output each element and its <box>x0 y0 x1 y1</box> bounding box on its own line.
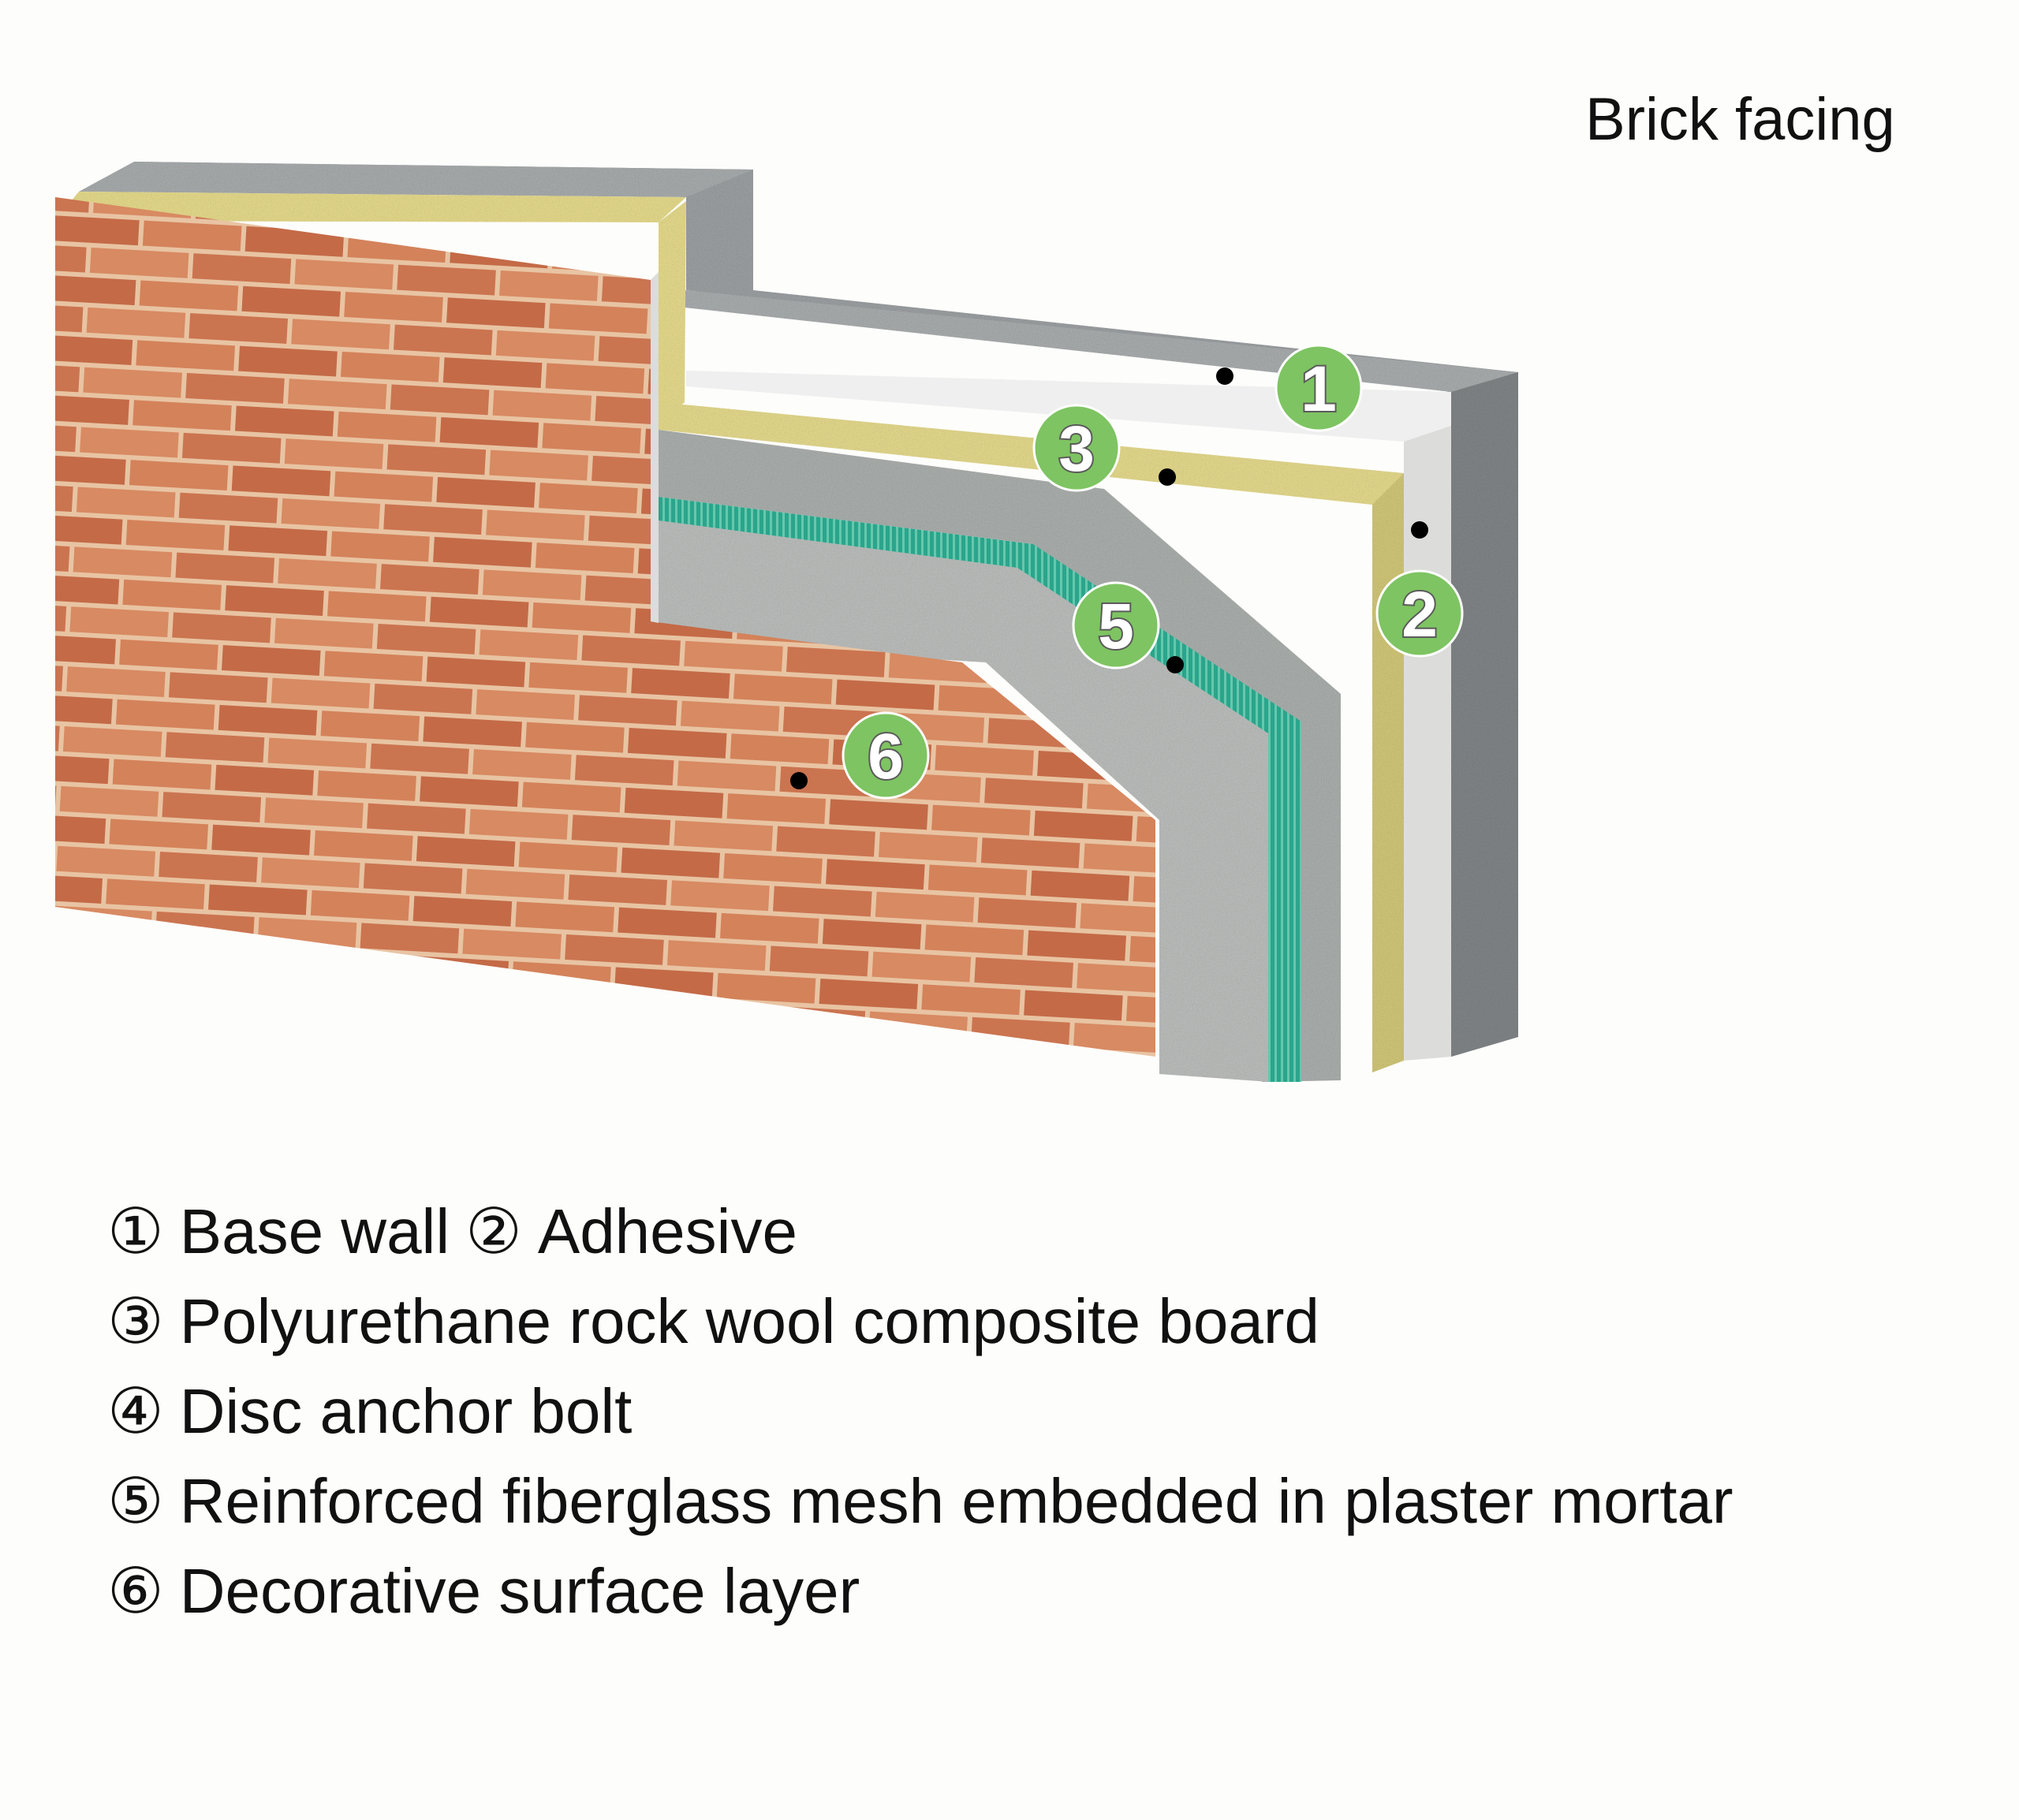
pointer-dot-2 <box>1411 521 1428 539</box>
legend-number: ② <box>465 1196 522 1266</box>
badge-label-2: 2 <box>1401 579 1438 651</box>
legend-text: Base wall <box>179 1196 450 1266</box>
badge-2: 2 <box>1375 569 1464 658</box>
legend-number: ④ <box>107 1376 164 1446</box>
legend-number: ⑥ <box>107 1556 164 1626</box>
badge-5: 5 <box>1072 581 1160 669</box>
badge-label-1: 1 <box>1301 353 1337 425</box>
legend-text: Polyurethane rock wool composite board <box>179 1286 1319 1356</box>
pointer-dot-5 <box>1166 656 1184 673</box>
badge-1: 1 <box>1274 344 1363 432</box>
legend-number: ③ <box>107 1286 164 1356</box>
legend-text: Reinforced fiberglass mesh embedded in p… <box>179 1466 1734 1536</box>
pointer-dots <box>790 367 1428 789</box>
badge-6: 6 <box>842 711 930 800</box>
legend-number: ⑤ <box>107 1466 164 1536</box>
badge-label-3: 3 <box>1058 413 1095 485</box>
brick-facing-layer <box>55 197 1155 1057</box>
pointer-dot-1 <box>1216 367 1233 385</box>
pointer-dot-3 <box>1159 468 1176 486</box>
legend-text: Disc anchor bolt <box>179 1376 633 1446</box>
badge-label-6: 6 <box>868 721 904 793</box>
diagram-title: Brick facing <box>1585 86 1895 153</box>
pointer-dot-6 <box>790 772 808 789</box>
wall-layers-diagram: 1 2 3 5 6 <box>55 162 1518 1082</box>
legend-number: ① <box>107 1196 164 1266</box>
legend-text: Decorative surface layer <box>179 1556 860 1626</box>
badge-label-5: 5 <box>1098 591 1134 662</box>
badge-3: 3 <box>1032 404 1121 492</box>
legend-text: Adhesive <box>537 1196 797 1266</box>
